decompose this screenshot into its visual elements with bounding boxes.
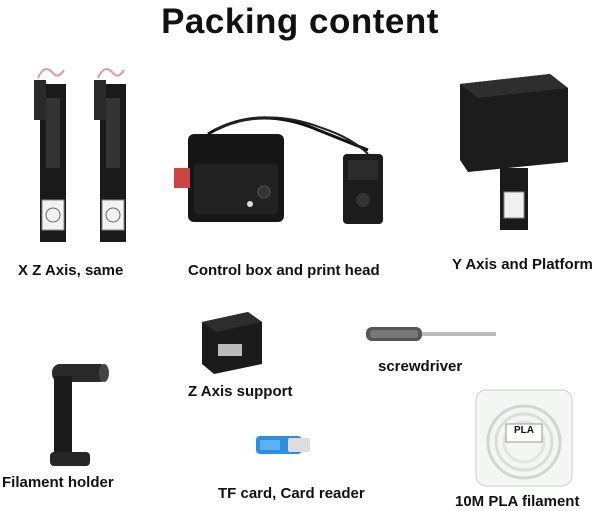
pla-filament-image (475, 389, 573, 487)
xz-axis-caption: X Z Axis, same (18, 262, 124, 279)
filament-holder-image (50, 364, 109, 466)
pla-label: PLA (514, 425, 534, 436)
xz-axis-rails-image (34, 68, 126, 242)
z-axis-support-caption: Z Axis support (188, 383, 293, 400)
filament-holder-caption: Filament holder (2, 474, 114, 491)
screwdriver-caption: screwdriver (378, 358, 463, 375)
z-axis-support-image (202, 312, 262, 374)
control-box-caption: Control box and print head (188, 262, 380, 279)
control-box-image (174, 116, 383, 224)
tf-card-reader-image (256, 436, 310, 454)
tf-card-caption: TF card, Card reader (218, 485, 365, 502)
screwdriver-image (366, 327, 496, 341)
y-axis-platform-caption: Y Axis and Platform (452, 256, 593, 273)
page-title: Packing content (161, 2, 439, 41)
y-axis-platform-image (460, 74, 568, 230)
pla-filament-caption: 10M PLA filament (455, 493, 580, 510)
